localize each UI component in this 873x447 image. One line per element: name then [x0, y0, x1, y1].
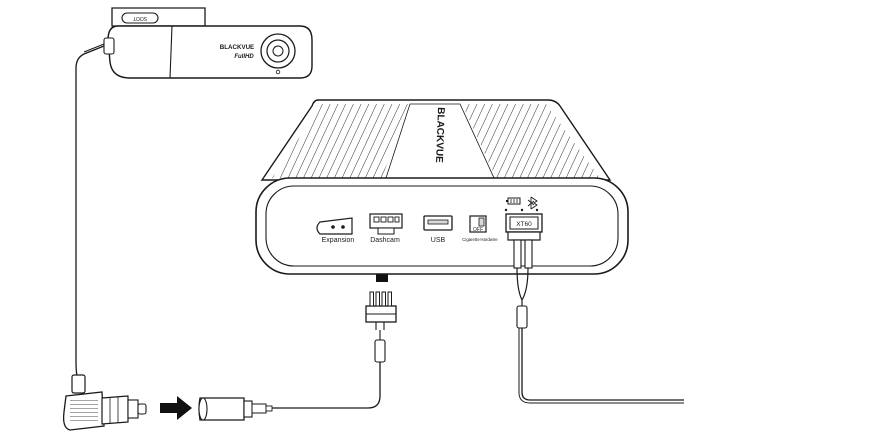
dashcam: SOOT BLACKVUE FullHD — [103, 7, 313, 79]
xt60-port[interactable] — [505, 213, 543, 233]
mode-switch-cigarette-label: Cigarette — [462, 237, 480, 242]
plug-tip — [137, 403, 147, 415]
mode-switch-hardwire-label: Hardwire — [480, 237, 498, 242]
dashcam-body — [107, 25, 313, 79]
mode-switch[interactable] — [469, 215, 487, 233]
socket-cable — [272, 362, 381, 409]
dashcam-seam — [169, 25, 173, 79]
dashcam-power-jack — [103, 37, 115, 55]
xt60-ferrite — [516, 305, 528, 329]
expansion-port[interactable] — [316, 217, 353, 235]
battery-icon — [506, 197, 521, 205]
cigarette-plug — [62, 374, 147, 431]
mode-switch-knob[interactable] — [478, 217, 485, 227]
xt60-port-label: XT60 — [516, 221, 532, 228]
dashcam-port[interactable] — [369, 213, 403, 235]
plug-strain-relief — [71, 374, 86, 394]
xt60-cable-out — [521, 328, 684, 401]
bluetooth-icon — [527, 196, 538, 210]
dashcam-mount-button[interactable] — [121, 12, 159, 24]
indicator-led-1 — [504, 208, 508, 212]
battery-pack: BLACKVUE Expansion Dashcam USB — [255, 99, 629, 275]
dashcam-button-label: SOOT — [133, 15, 147, 21]
plug-shaft — [101, 395, 129, 425]
mode-switch-off-label: OFF — [473, 227, 483, 233]
indicator-led-2 — [520, 208, 524, 212]
dashcam-brand: BLACKVUE — [220, 44, 254, 51]
dashcam-model: FullHD — [234, 54, 254, 60]
expansion-port-label: Expansion — [322, 237, 355, 244]
dashcam-lens-center — [272, 45, 284, 57]
usb-port[interactable] — [423, 215, 453, 231]
xt60-cable — [516, 267, 529, 306]
cigarette-socket — [198, 397, 273, 421]
dashcam-port-label: Dashcam — [370, 237, 400, 244]
dashcam-port-plug — [365, 291, 397, 323]
dashcam-led — [275, 69, 281, 75]
cable-ferrite — [374, 339, 386, 363]
usb-port-label: USB — [431, 237, 446, 244]
indicator-led-3 — [535, 208, 539, 212]
battery-brand: BLACKVUE — [433, 107, 446, 163]
dashcam-power-cable — [75, 45, 105, 381]
insert-arrow-icon — [160, 396, 192, 420]
